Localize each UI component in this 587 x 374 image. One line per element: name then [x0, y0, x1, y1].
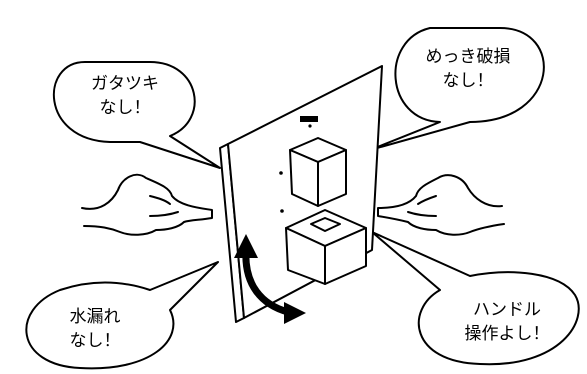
speech-bubble-top-left: [52, 61, 221, 169]
speech-bubble-top-right: [369, 27, 545, 151]
bubble-line: なし！: [99, 98, 151, 118]
bubble-text-no-plating-damage: めっき破損 なし！: [393, 45, 543, 93]
lower-handle-knob[interactable]: [285, 209, 367, 285]
speech-bubble-bottom-right: [371, 231, 580, 366]
bubble-line: めっき破損: [425, 47, 511, 67]
plate-mark-dots: [279, 124, 312, 213]
pointing-hand-left-icon: [81, 173, 213, 236]
bubble-line: 水漏れ: [69, 307, 121, 327]
bubble-text-no-wobble: ガタツキ なし！: [60, 72, 190, 120]
bubble-line: 操作よし！: [464, 324, 550, 344]
speech-bubble-bottom-left: [25, 261, 219, 370]
bubble-text-handle-ok: ハンドル 操作よし！: [432, 298, 582, 346]
brand-logo-mark: [300, 116, 318, 122]
bubble-line: なし！: [442, 71, 494, 91]
bubble-text-no-leak: 水漏れ なし！: [20, 305, 170, 353]
bubble-line: ハンドル: [473, 300, 541, 320]
rotation-arrow: [234, 234, 306, 324]
upper-handle-knob: [289, 137, 347, 207]
bubble-line: ガタツキ: [91, 74, 159, 94]
pointing-hand-right-icon: [377, 174, 505, 236]
bubble-line: なし！: [69, 331, 121, 351]
